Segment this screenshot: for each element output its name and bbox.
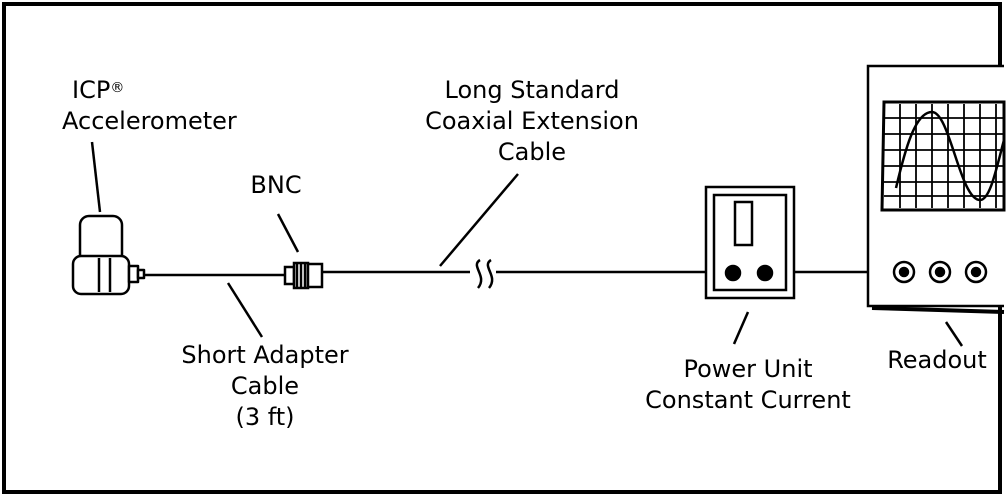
oscilloscope-icon xyxy=(866,64,1006,314)
accelerometer-label: ICP® Accelerometer xyxy=(62,75,237,137)
adapter-cable-label-line2: Cable xyxy=(230,372,300,400)
adapter-cable-leader xyxy=(226,282,264,338)
bnc-connector-icon xyxy=(283,261,324,290)
registered-mark: ® xyxy=(110,80,125,96)
adapter-cable-label-line1: Short Adapter xyxy=(181,341,349,369)
extension-cable-label-line2: Coaxial Extension xyxy=(425,107,639,135)
extension-cable-label: Long Standard Coaxial Extension Cable xyxy=(402,75,662,168)
bnc-label-text: BNC xyxy=(250,171,302,199)
leader-lines xyxy=(90,141,964,347)
accelerometer-icon xyxy=(71,214,146,296)
power-unit-label-line1: Power Unit xyxy=(683,355,813,383)
power-unit-label-line2: Constant Current xyxy=(645,386,851,414)
bnc-leader xyxy=(276,213,300,253)
readout-label: Readout xyxy=(876,345,998,376)
bnc-label: BNC xyxy=(232,170,320,201)
readout-label-text: Readout xyxy=(887,346,987,374)
extension-cable-label-line3: Cable xyxy=(497,138,567,166)
readout-leader xyxy=(944,321,964,347)
cable-break-icon xyxy=(475,258,494,289)
accelerometer-label-line2: Accelerometer xyxy=(62,107,237,135)
power-unit-leader xyxy=(732,311,750,345)
adapter-cable-label: Short Adapter Cable (3 ft) xyxy=(160,340,370,433)
adapter-cable-label-line3: (3 ft) xyxy=(235,403,295,431)
accelerometer-label-line1: ICP xyxy=(72,76,111,104)
power-unit-icon xyxy=(704,185,796,300)
accelerometer-leader xyxy=(90,141,102,213)
power-unit-label: Power Unit Constant Current xyxy=(626,354,870,416)
extension-cable-leader xyxy=(439,173,519,267)
extension-cable-label-line1: Long Standard xyxy=(444,76,620,104)
